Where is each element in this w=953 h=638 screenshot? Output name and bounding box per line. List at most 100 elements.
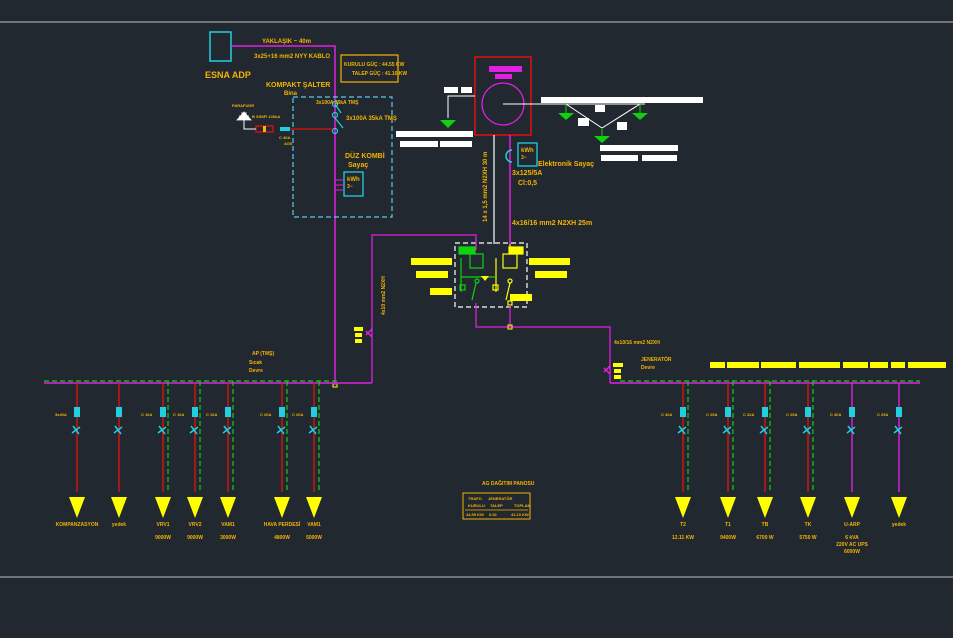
demand-power-text: TALEP GÜÇ : 41.10 KW [352, 70, 407, 77]
ats-output-feed [475, 303, 611, 383]
breaker-icon[interactable] [308, 425, 318, 435]
earth-wire-left [447, 95, 475, 118]
fuse-icon[interactable] [279, 407, 285, 417]
feeder-f4[interactable]: C 16A VRV2 9000W [173, 381, 203, 541]
breaker-icon[interactable] [113, 425, 123, 435]
kwh-meter-icon[interactable] [343, 171, 364, 197]
legend-r3c3: 41.10 KW [511, 512, 529, 517]
legend-r2c3: TOPLAM [514, 503, 531, 508]
main-panel-enclosure[interactable] [292, 96, 393, 218]
feeder-breaker-label: C 20A [260, 412, 271, 417]
generator-label-bar [489, 66, 522, 72]
feeder-f2[interactable]: yedek [111, 383, 127, 528]
meter-phase-text: 3~ [347, 184, 353, 190]
main-breaker-2[interactable] [331, 117, 344, 135]
fuse-icon[interactable] [896, 407, 902, 417]
ats-cable-label: 4x16/16 mm2 N2XH 25m [512, 220, 592, 227]
load-arrow-icon [720, 497, 736, 518]
feeder-power: 9000W [187, 535, 203, 541]
feeder-name: VAM1 [221, 522, 235, 528]
breaker-icon[interactable] [802, 425, 812, 435]
load-arrow-icon [187, 497, 203, 518]
fuse-icon[interactable] [805, 407, 811, 417]
legend-title: AG DAĞITIM PANOSU [482, 479, 535, 487]
legend-r1c2: JENERATÖR [488, 496, 512, 501]
electronic-meter-icon[interactable] [517, 142, 538, 167]
electronic-meter-label: Elektronik Sayaç [538, 161, 594, 168]
feeder-name: VRV2 [189, 522, 202, 528]
ground-icon [236, 111, 252, 121]
feeder-breaker-label: C 16A [141, 412, 152, 417]
right-riser-breaker-icon[interactable] [603, 365, 611, 375]
breaker-icon[interactable] [846, 425, 856, 435]
feeder-power: 5750 W [799, 535, 817, 541]
fuse-c40a[interactable] [280, 127, 290, 131]
fuse-icon[interactable] [225, 407, 231, 417]
load-arrow-icon [800, 497, 816, 518]
main-panel-title: KOMPAKT ŞALTER [266, 82, 330, 89]
breaker-icon[interactable] [157, 425, 167, 435]
surge-ground-wire [243, 120, 256, 130]
ats-green-side[interactable] [458, 246, 495, 301]
ct-icon [505, 149, 513, 163]
fuse-icon[interactable] [160, 407, 166, 417]
feeder-power: 6700 W [756, 535, 774, 541]
right-riser-cable: 4x10/16 mm2 N2XH [614, 340, 660, 346]
meter-title: DÜZ KOMBİ [345, 151, 385, 160]
fuse-icon[interactable] [74, 407, 80, 417]
fuse-sub-label: AG5 [284, 141, 293, 146]
legend-r2c1: KURULU [468, 503, 485, 508]
feeder-power-3: 6000W [844, 549, 860, 555]
breaker-icon[interactable] [276, 425, 286, 435]
load-arrow-icon [69, 497, 85, 518]
feeder-power: 4800W [274, 535, 290, 541]
fuse-label: C 40A [279, 135, 290, 140]
left-bus-sub1: Sıcak [249, 360, 262, 366]
fuse-icon[interactable] [725, 407, 731, 417]
load-arrow-icon [675, 497, 691, 518]
fuse-icon[interactable] [116, 407, 122, 417]
earth-icon-3 [594, 136, 610, 143]
main-breaker-1[interactable] [331, 100, 342, 119]
breaker-icon[interactable] [722, 425, 732, 435]
fuse-icon[interactable] [762, 407, 768, 417]
load-arrow-icon [306, 497, 322, 518]
breaker-icon[interactable] [71, 425, 81, 435]
esna-adp-box[interactable] [209, 31, 232, 62]
ats-ground-icon [481, 276, 489, 281]
feeder-power: 5000W [306, 535, 322, 541]
earth-icon-2 [632, 113, 648, 120]
fuse-icon[interactable] [192, 407, 198, 417]
feeder-name: yedek [892, 522, 906, 528]
riser-breaker-icon[interactable] [365, 328, 373, 338]
feeder-name: T2 [680, 522, 686, 528]
ats-enclosure[interactable] [454, 242, 528, 308]
load-arrow-icon [220, 497, 236, 518]
breaker1-label: 3x100A 35kA TMŞ [316, 100, 359, 106]
feeder-name: VAM1 [307, 522, 321, 528]
right-bus-label2: Devre [641, 365, 655, 371]
breaker-icon[interactable] [759, 425, 769, 435]
breaker-icon[interactable] [222, 425, 232, 435]
fuse-icon[interactable] [680, 407, 686, 417]
breaker-icon[interactable] [893, 425, 903, 435]
breaker-icon[interactable] [677, 425, 687, 435]
legend-box [462, 492, 531, 520]
breaker-icon[interactable] [189, 425, 199, 435]
fuse-icon[interactable] [849, 407, 855, 417]
feeder-breaker-label: C 16A [173, 412, 184, 417]
fuse-icon[interactable] [311, 407, 317, 417]
